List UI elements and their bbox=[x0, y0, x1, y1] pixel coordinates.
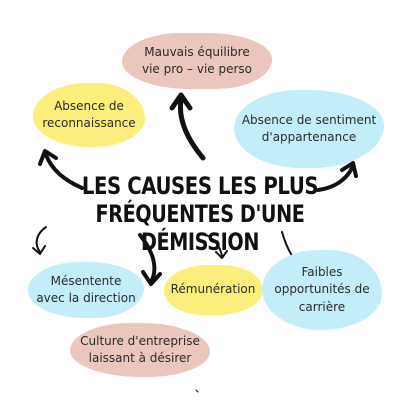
cause-pay: Rémunération bbox=[164, 265, 262, 315]
arrow-to-recognition bbox=[38, 149, 84, 190]
cause-work-life-balance-label: Mauvais équilibre vie pro – vie perso bbox=[141, 44, 253, 76]
cause-recognition: Absence de reconnaissance bbox=[33, 83, 145, 147]
cause-career: Faibles opportunités de carrière bbox=[262, 250, 382, 330]
arrow-to-belonging bbox=[316, 161, 358, 192]
arrow-to-management bbox=[32, 226, 47, 255]
cause-career-label: Faibles opportunités de carrière bbox=[274, 264, 370, 314]
title-line-2: FRÉQUENTES D'UNE DÉMISSION bbox=[95, 200, 305, 256]
cause-culture-label: Culture d'entreprise laissant à désirer bbox=[80, 333, 200, 365]
cause-recognition-label: Absence de reconnaissance bbox=[42, 98, 136, 130]
cause-belonging: Absence de sentiment d'appartenance bbox=[234, 90, 384, 168]
cause-pay-label: Rémunération bbox=[170, 282, 256, 297]
title-line-1: LES CAUSES LES PLUS bbox=[81, 172, 319, 200]
cause-work-life-balance: Mauvais équilibre vie pro – vie perso bbox=[122, 33, 272, 89]
bottom-mark bbox=[195, 389, 199, 393]
arrow-to-pay bbox=[203, 233, 228, 259]
arrow-to-work-life-balance bbox=[169, 92, 206, 161]
cause-management: Mésentente avec la direction bbox=[28, 262, 144, 318]
cause-belonging-label: Absence de sentiment d'appartenance bbox=[241, 112, 377, 144]
arrow-down-main bbox=[138, 233, 162, 286]
cause-culture: Culture d'entreprise laissant à désirer bbox=[70, 323, 210, 377]
cause-management-label: Mésentente avec la direction bbox=[36, 273, 136, 305]
